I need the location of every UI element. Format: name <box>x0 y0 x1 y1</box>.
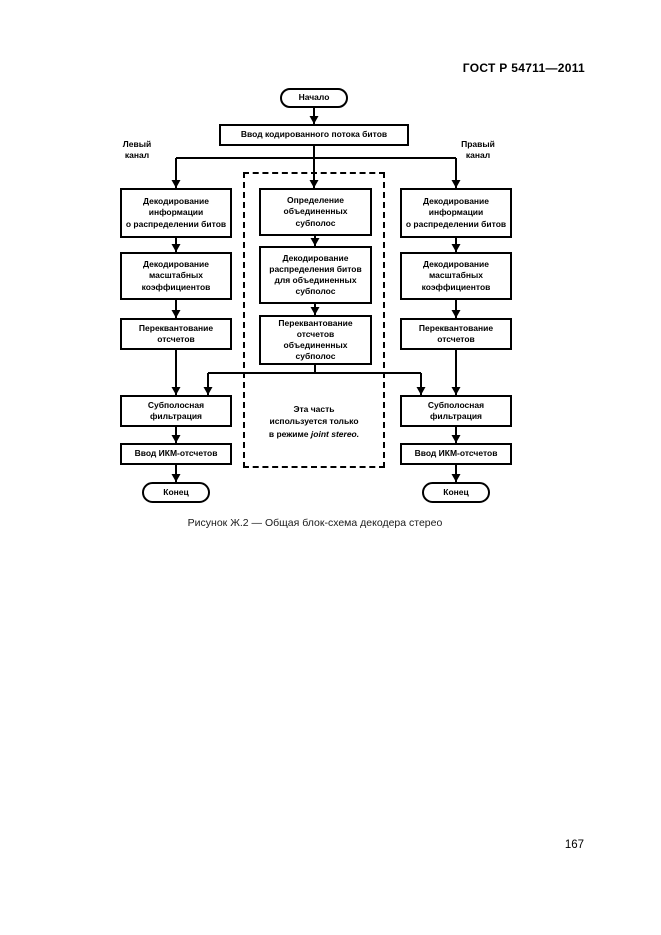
page-number: 167 <box>564 839 584 851</box>
standard-header: ГОСТ Р 54711—2011 <box>462 61 585 75</box>
left-end-terminal: Конец <box>142 482 210 503</box>
right-channel-label: Правый канал <box>461 139 495 161</box>
left-decode-bit-allocation-box: Декодирование информации о распределении… <box>120 188 232 238</box>
note-line1: Эта часть <box>293 404 335 414</box>
start-terminal: Начало <box>280 88 348 108</box>
define-joint-subbands-box: Определение объединенных субполос <box>259 188 372 236</box>
right-requantize-samples-box: Переквантование отсчетов <box>400 318 512 350</box>
left-subband-filtering-box: Субполосная фильтрация <box>120 395 232 427</box>
requantize-joint-samples-box: Переквантование отсчетов объединенных су… <box>259 315 372 365</box>
right-subband-filtering-box: Субполосная фильтрация <box>400 395 512 427</box>
decode-joint-bit-allocation-box: Декодирование распределения битов для об… <box>259 246 372 304</box>
left-pcm-samples-box: Ввод ИКМ-отсчетов <box>120 443 232 465</box>
figure-caption: Рисунок Ж.2 — Общая блок-схема декодера … <box>187 517 443 529</box>
left-decode-scale-factors-box: Декодирование масштабных коэффициентов <box>120 252 232 300</box>
right-decode-scale-factors-box: Декодирование масштабных коэффициентов <box>400 252 512 300</box>
right-end-terminal: Конец <box>422 482 490 503</box>
left-channel-label: Левый канал <box>122 139 152 161</box>
right-decode-bit-allocation-box: Декодирование информации о распределении… <box>400 188 512 238</box>
note-line3-prefix: в режиме <box>268 428 309 439</box>
right-pcm-samples-box: Ввод ИКМ-отсчетов <box>400 443 512 465</box>
joint-stereo-note: Эта часть используется только в режиме j… <box>247 403 381 440</box>
input-bitstream-box: Ввод кодированного потока битов <box>219 124 409 146</box>
note-line2: используется только <box>269 416 359 427</box>
note-joint-stereo-italic: joint stereo. <box>310 428 360 439</box>
left-requantize-samples-box: Переквантование отсчетов <box>120 318 232 350</box>
